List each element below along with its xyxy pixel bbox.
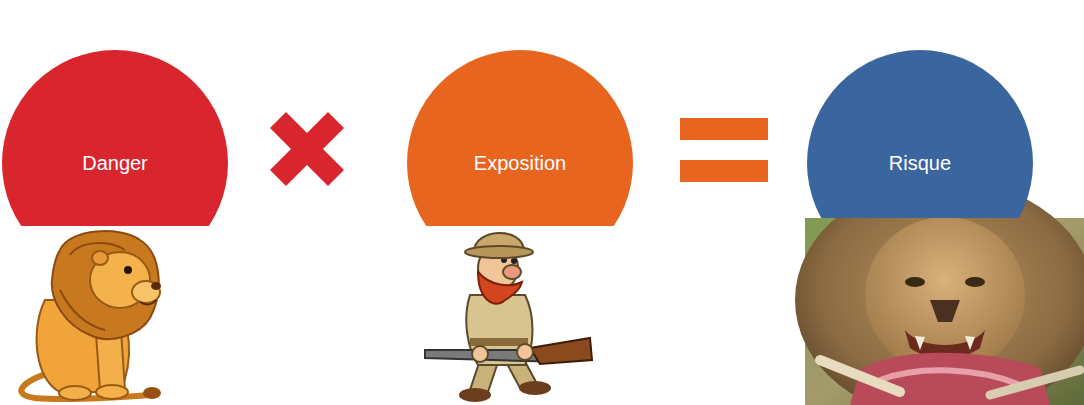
circle-node: Danger — [2, 50, 228, 276]
hunter-cartoon — [408, 226, 593, 405]
circle-fill — [2, 50, 228, 226]
lion-cartoon — [0, 226, 195, 405]
circle-node: Exposition — [407, 50, 633, 276]
node-label: Risque — [889, 151, 951, 175]
circle-fill — [807, 50, 1033, 218]
node-label: Exposition — [474, 151, 566, 175]
equals-symbol — [680, 118, 768, 182]
circle-fill — [407, 50, 633, 226]
node-label: Danger — [82, 151, 148, 175]
circle-node: Risque — [807, 50, 1033, 276]
times-symbol — [270, 112, 344, 186]
